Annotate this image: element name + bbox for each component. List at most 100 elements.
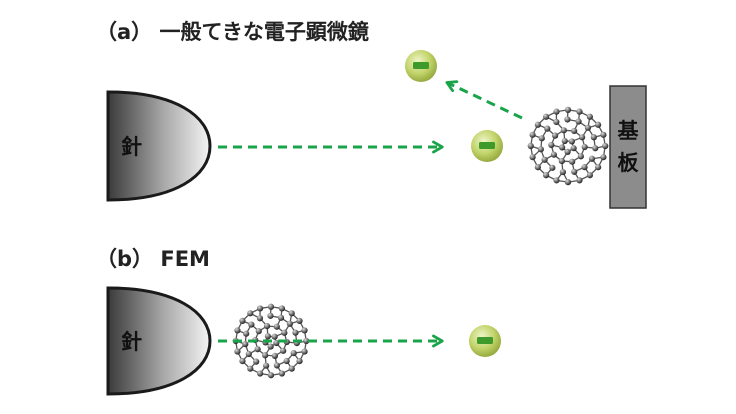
carbon-atom xyxy=(550,151,557,158)
carbon-atom xyxy=(568,138,575,145)
carbon-atom xyxy=(579,134,586,141)
carbon-atom xyxy=(548,141,555,149)
carbon-atom xyxy=(283,357,290,365)
carbon-atom xyxy=(592,145,599,152)
carbon-atom xyxy=(262,352,269,359)
carbon-atom xyxy=(564,116,571,123)
carbon-atom xyxy=(553,118,560,126)
carbon-atom xyxy=(534,121,541,128)
carbon-atom xyxy=(595,121,602,128)
carbon-atom xyxy=(560,127,567,134)
substrate-label-bottom: 板 xyxy=(618,151,640,175)
carbon-atom xyxy=(581,143,588,151)
needle-tip-a: 針 xyxy=(106,90,212,202)
carbon-atom xyxy=(541,156,548,163)
carbon-atom xyxy=(290,350,297,357)
carbon-atom xyxy=(301,348,308,355)
carbon-atom xyxy=(576,177,583,184)
substrate-block: 基 板 xyxy=(609,85,647,209)
carbon-atom xyxy=(527,142,534,150)
carbon-atom xyxy=(288,365,295,372)
carbon-atom xyxy=(239,358,246,365)
carbon-atom xyxy=(277,314,285,321)
carbon-atom xyxy=(564,148,571,155)
carbon-atom xyxy=(544,125,551,132)
substrate-label-top: 基 xyxy=(618,119,640,143)
carbon-atom xyxy=(543,172,550,179)
carbon-atom xyxy=(278,305,286,312)
carbon-atom xyxy=(271,333,278,340)
carbon-atom xyxy=(281,329,288,336)
carbon-atom xyxy=(256,370,264,377)
carbon-atom xyxy=(247,310,254,317)
carbon-atom xyxy=(288,310,295,317)
carbon-atom xyxy=(534,164,541,171)
carbon-atom xyxy=(301,327,308,334)
carbon-atom xyxy=(571,127,578,135)
carbon-atom xyxy=(600,131,607,138)
carbon-atom xyxy=(581,164,588,171)
carbon-atom xyxy=(256,305,264,312)
carbon-atom xyxy=(588,155,596,162)
carbon-atom xyxy=(242,341,249,348)
carbon-atom xyxy=(586,113,593,120)
carbon-atom xyxy=(234,348,241,355)
carbon-atom xyxy=(267,372,275,379)
carbon-atom xyxy=(256,315,264,322)
carbon-atom xyxy=(267,343,274,350)
carbon-atom xyxy=(239,317,246,324)
carbon-atom xyxy=(538,135,545,142)
carbon-atom xyxy=(248,321,255,328)
carbon-atom xyxy=(575,118,582,125)
carbon-atom xyxy=(570,145,577,152)
carbon-atom xyxy=(273,362,281,369)
carbon-atom xyxy=(576,108,583,115)
carbon-atom xyxy=(553,108,560,115)
carbon-atom xyxy=(559,168,566,176)
carbon-atom xyxy=(292,329,299,336)
carbon-atom xyxy=(255,328,262,335)
carbon-atom xyxy=(595,164,602,171)
electron-a-top xyxy=(405,50,437,82)
carbon-atom xyxy=(243,330,250,337)
fullerene-molecule-b xyxy=(232,303,310,379)
carbon-atom xyxy=(586,172,593,179)
carbon-atom xyxy=(529,154,536,161)
carbon-atom xyxy=(271,352,279,359)
carbon-atom xyxy=(296,358,303,365)
carbon-atom xyxy=(549,164,556,171)
carbon-atom xyxy=(267,303,275,310)
needle-tip-b: 針 xyxy=(106,286,212,396)
carbon-atom xyxy=(577,153,584,160)
carbon-atom xyxy=(245,350,252,358)
carbon-atom xyxy=(263,362,270,369)
carbon-atom xyxy=(561,137,568,145)
carbon-atom xyxy=(234,327,241,334)
carbon-atom xyxy=(263,323,271,330)
carbon-atom xyxy=(273,339,280,347)
carbon-atom xyxy=(537,146,544,153)
carbon-atom xyxy=(590,134,597,141)
dashed-arrow-a2 xyxy=(448,83,523,120)
carbon-atom xyxy=(564,179,572,186)
carbon-atom xyxy=(303,337,310,345)
carbon-atom xyxy=(296,317,303,324)
carbon-atom xyxy=(529,131,536,138)
carbon-atom xyxy=(584,124,592,131)
panel-a-title: （a） 一般てきな電子顕微鏡 xyxy=(96,20,369,44)
carbon-atom xyxy=(600,154,607,161)
carbon-atom xyxy=(286,320,293,327)
carbon-atom xyxy=(273,323,280,330)
carbon-atom xyxy=(553,177,560,184)
fullerene-molecule-a xyxy=(527,106,609,186)
panel-b-title: （b） FEM xyxy=(96,247,210,271)
carbon-atom xyxy=(569,158,576,165)
carbon-atom xyxy=(280,347,287,354)
needle-label-b: 針 xyxy=(121,330,142,354)
electron-b xyxy=(469,325,501,357)
carbon-atom xyxy=(254,346,261,353)
carbon-atom xyxy=(558,157,565,165)
carbon-atom xyxy=(552,132,559,139)
carbon-atom xyxy=(564,106,572,113)
electron-a-middle xyxy=(471,130,503,162)
